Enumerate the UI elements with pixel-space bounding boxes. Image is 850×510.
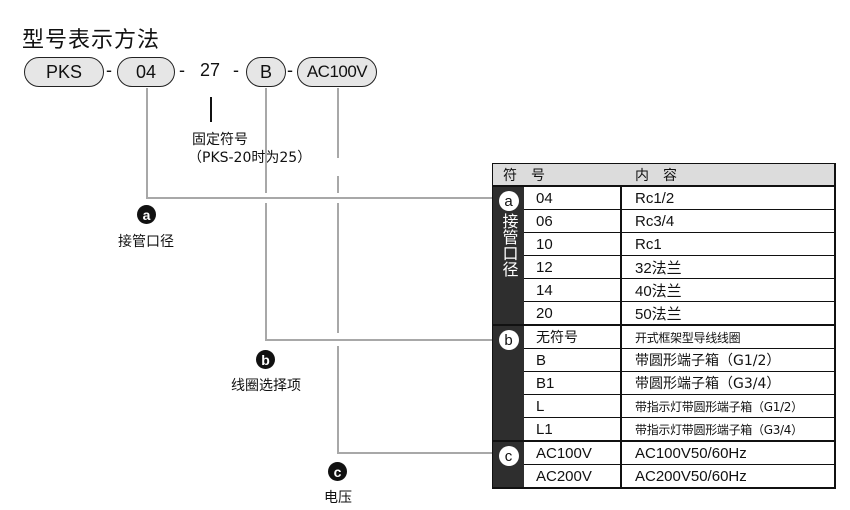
code-pill-coil-option: B: [246, 57, 286, 87]
callout-label-voltage: 电压: [324, 490, 352, 506]
fixed-code-note-line1: 固定符号: [192, 132, 248, 148]
leader-line-a-horizontal: [146, 197, 492, 199]
code-pill-series: PKS: [24, 57, 104, 87]
leader-line-b-vertical-lower: [265, 203, 267, 341]
callout-label-coil-option: 线圈选择项: [231, 378, 301, 394]
leader-line-c-horizontal: [337, 452, 492, 454]
leader-line-c-vertical-upper: [337, 176, 339, 193]
table-row: 10 Rc1: [524, 233, 834, 256]
table-row: 无符号 开式框架型导线线圈: [524, 326, 834, 349]
fixed-code-note-line2: （PKS-20时为25）: [188, 150, 312, 166]
table-row: 20 50法兰: [524, 302, 834, 324]
row-desc: AC200V50/60Hz: [635, 467, 747, 485]
code-separator: -: [233, 60, 239, 80]
row-desc: Rc3/4: [635, 212, 675, 230]
callout-badge-b: b: [256, 350, 275, 369]
row-desc: 32法兰: [635, 259, 682, 277]
code-series-text: PKS: [45, 61, 83, 82]
row-code: 04: [524, 187, 622, 209]
row-code: B: [524, 349, 622, 371]
table-row: AC200V AC200V50/60Hz: [524, 465, 834, 487]
leader-line-b-horizontal: [265, 339, 492, 341]
section-b-rows: 无符号 开式框架型导线线圈 B 带圆形端子箱（G1/2） B1 带圆形端子箱（G…: [524, 326, 834, 440]
leader-line-c-vertical-top: [337, 88, 339, 158]
section-a-side: a 接管口径: [493, 187, 524, 324]
row-code: 10: [524, 233, 622, 255]
row-code: L1: [524, 418, 622, 440]
section-b-side: b: [493, 326, 524, 440]
row-code: AC100V: [524, 442, 622, 464]
section-a-rows: 04 Rc1/2 06 Rc3/4 10 Rc1 12 32法兰 14 40法兰…: [524, 187, 834, 324]
table-row: AC100V AC100V50/60Hz: [524, 442, 834, 465]
code-separator: -: [106, 60, 112, 80]
callout-label-port-size: 接管口径: [118, 234, 174, 250]
leader-line-c-vertical-middle: [337, 203, 339, 333]
row-code: 06: [524, 210, 622, 232]
row-desc: 40法兰: [635, 282, 682, 300]
table-section-c: c AC100V AC100V50/60Hz AC200V AC200V50/6…: [493, 440, 834, 487]
callout-badge-c: c: [328, 462, 347, 481]
leader-line-b-vertical-upper: [265, 88, 267, 193]
row-desc: 开式框架型导线线圈: [635, 330, 741, 345]
code-pill-port-size: 04: [117, 57, 175, 87]
code-port-size-text: 04: [135, 61, 157, 82]
row-desc: 50法兰: [635, 305, 682, 323]
row-code: AC200V: [524, 465, 622, 487]
row-code: 无符号: [524, 326, 622, 348]
header-symbol: 符 号: [503, 168, 545, 184]
code-voltage-text: AC100V: [306, 62, 368, 81]
table-row: B 带圆形端子箱（G1/2）: [524, 349, 834, 372]
leader-line-a-vertical: [146, 88, 148, 199]
section-c-rows: AC100V AC100V50/60Hz AC200V AC200V50/60H…: [524, 442, 834, 487]
code-pill-voltage: AC100V: [297, 57, 377, 87]
section-c-side: c: [493, 442, 524, 487]
row-code: 20: [524, 302, 622, 324]
section-a-label: 接管口径: [499, 213, 519, 277]
table-row: 06 Rc3/4: [524, 210, 834, 233]
header-content: 内 容: [635, 168, 677, 184]
leader-line-c-vertical-lower: [337, 346, 339, 454]
table-header: 符 号 内 容: [493, 164, 834, 187]
table-row: B1 带圆形端子箱（G3/4）: [524, 372, 834, 395]
row-desc: 带指示灯带圆形端子箱（G1/2）: [635, 399, 803, 414]
table-row: 04 Rc1/2: [524, 187, 834, 210]
row-code: 12: [524, 256, 622, 278]
code-separator: -: [179, 60, 185, 80]
table-row: 14 40法兰: [524, 279, 834, 302]
table-row: 12 32法兰: [524, 256, 834, 279]
row-desc: 带圆形端子箱（G1/2）: [635, 353, 781, 369]
section-badge-a: a: [498, 191, 519, 211]
table-row: L 带指示灯带圆形端子箱（G1/2）: [524, 395, 834, 418]
page-title: 型号表示方法: [22, 28, 161, 53]
table-section-a: a 接管口径 04 Rc1/2 06 Rc3/4 10 Rc1 12 32法兰 …: [493, 187, 834, 324]
model-code-table: 符 号 内 容 a 接管口径 04 Rc1/2 06 Rc3/4 10 Rc1 …: [492, 163, 836, 489]
code-coil-option-text: B: [259, 61, 272, 82]
table-section-b: b 无符号 开式框架型导线线圈 B 带圆形端子箱（G1/2） B1 带圆形端子箱…: [493, 324, 834, 440]
row-desc: Rc1: [635, 235, 662, 253]
row-desc: AC100V50/60Hz: [635, 444, 747, 462]
row-code: 14: [524, 279, 622, 301]
row-desc: 带圆形端子箱（G3/4）: [635, 376, 781, 392]
table-row: L1 带指示灯带圆形端子箱（G3/4）: [524, 418, 834, 440]
row-desc: 带指示灯带圆形端子箱（G3/4）: [635, 422, 803, 437]
section-badge-b: b: [498, 330, 519, 350]
section-badge-c: c: [498, 446, 519, 466]
row-code: B1: [524, 372, 622, 394]
code-fixed-value: 27: [200, 60, 221, 80]
code-separator: -: [287, 60, 293, 80]
fixed-code-tick: [210, 97, 212, 122]
row-code: L: [524, 395, 622, 417]
row-desc: Rc1/2: [635, 189, 675, 207]
callout-badge-a: a: [137, 205, 156, 224]
